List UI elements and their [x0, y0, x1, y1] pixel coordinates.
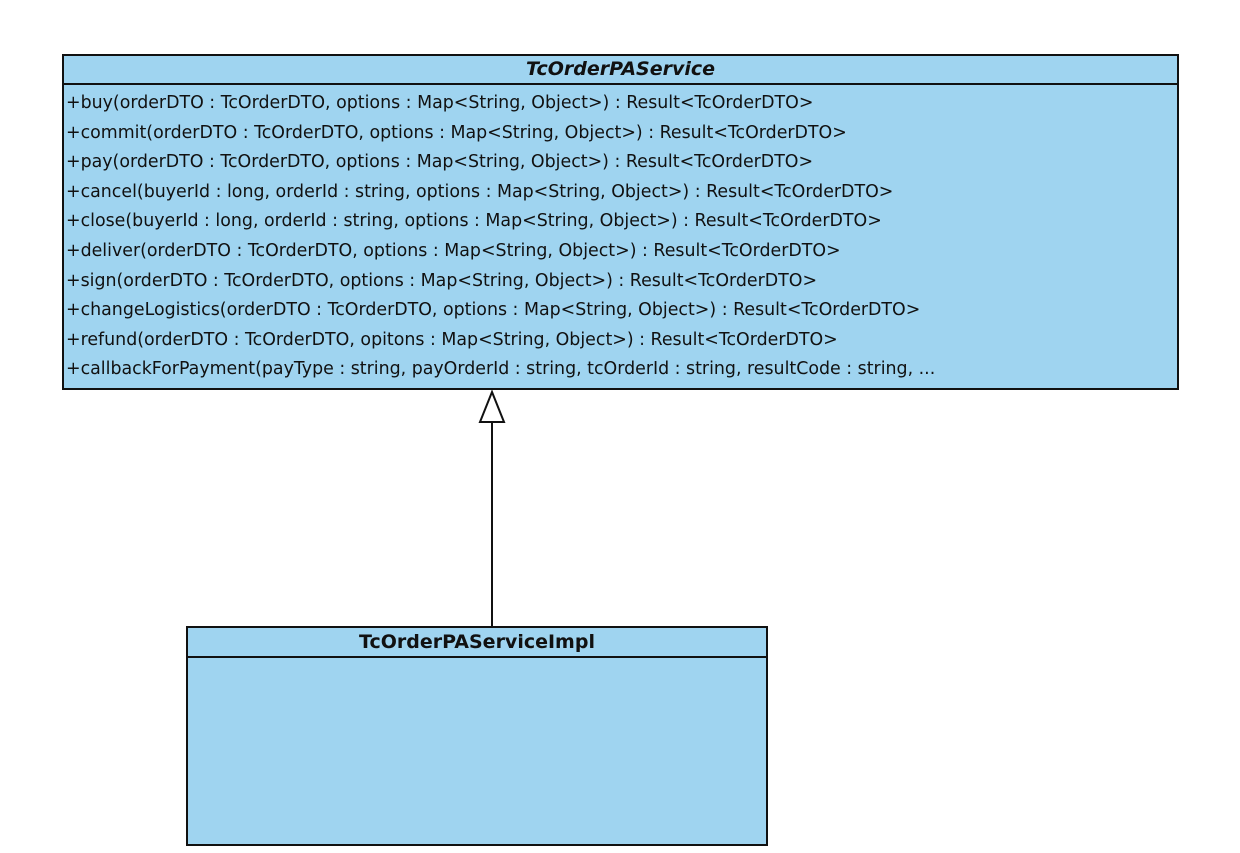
interface-class-box[interactable]: TcOrderPAService +buy(orderDTO : TcOrder…	[62, 54, 1179, 390]
operation-pay: +pay(orderDTO : TcOrderDTO, options : Ma…	[66, 152, 814, 173]
operation-commit: +commit(orderDTO : TcOrderDTO, options :…	[66, 122, 847, 143]
operation-deliver: +deliver(orderDTO : TcOrderDTO, options …	[66, 240, 841, 261]
implementation-body-compartment	[188, 658, 766, 844]
operations-compartment: +buy(orderDTO : TcOrderDTO, options : Ma…	[64, 85, 1177, 385]
operation-close: +close(buyerId : long, orderId : string,…	[66, 211, 882, 232]
operation-sign: +sign(orderDTO : TcOrderDTO, options : M…	[66, 270, 818, 291]
implementation-class-box[interactable]: TcOrderPAServiceImpl	[186, 626, 768, 846]
operation-change-logistics: +changeLogistics(orderDTO : TcOrderDTO, …	[66, 300, 921, 321]
interface-class-name: TcOrderPAService	[64, 56, 1177, 85]
operation-buy: +buy(orderDTO : TcOrderDTO, options : Ma…	[66, 93, 814, 113]
implementation-class-name: TcOrderPAServiceImpl	[188, 628, 766, 658]
operation-refund: +refund(orderDTO : TcOrderDTO, opitons :…	[66, 329, 838, 350]
operation-cancel: +cancel(buyerId : long, orderId : string…	[66, 181, 894, 202]
realization-arrowhead-icon	[478, 389, 506, 423]
operation-callback-for-payment: +callbackForPayment(payType : string, pa…	[66, 359, 936, 380]
